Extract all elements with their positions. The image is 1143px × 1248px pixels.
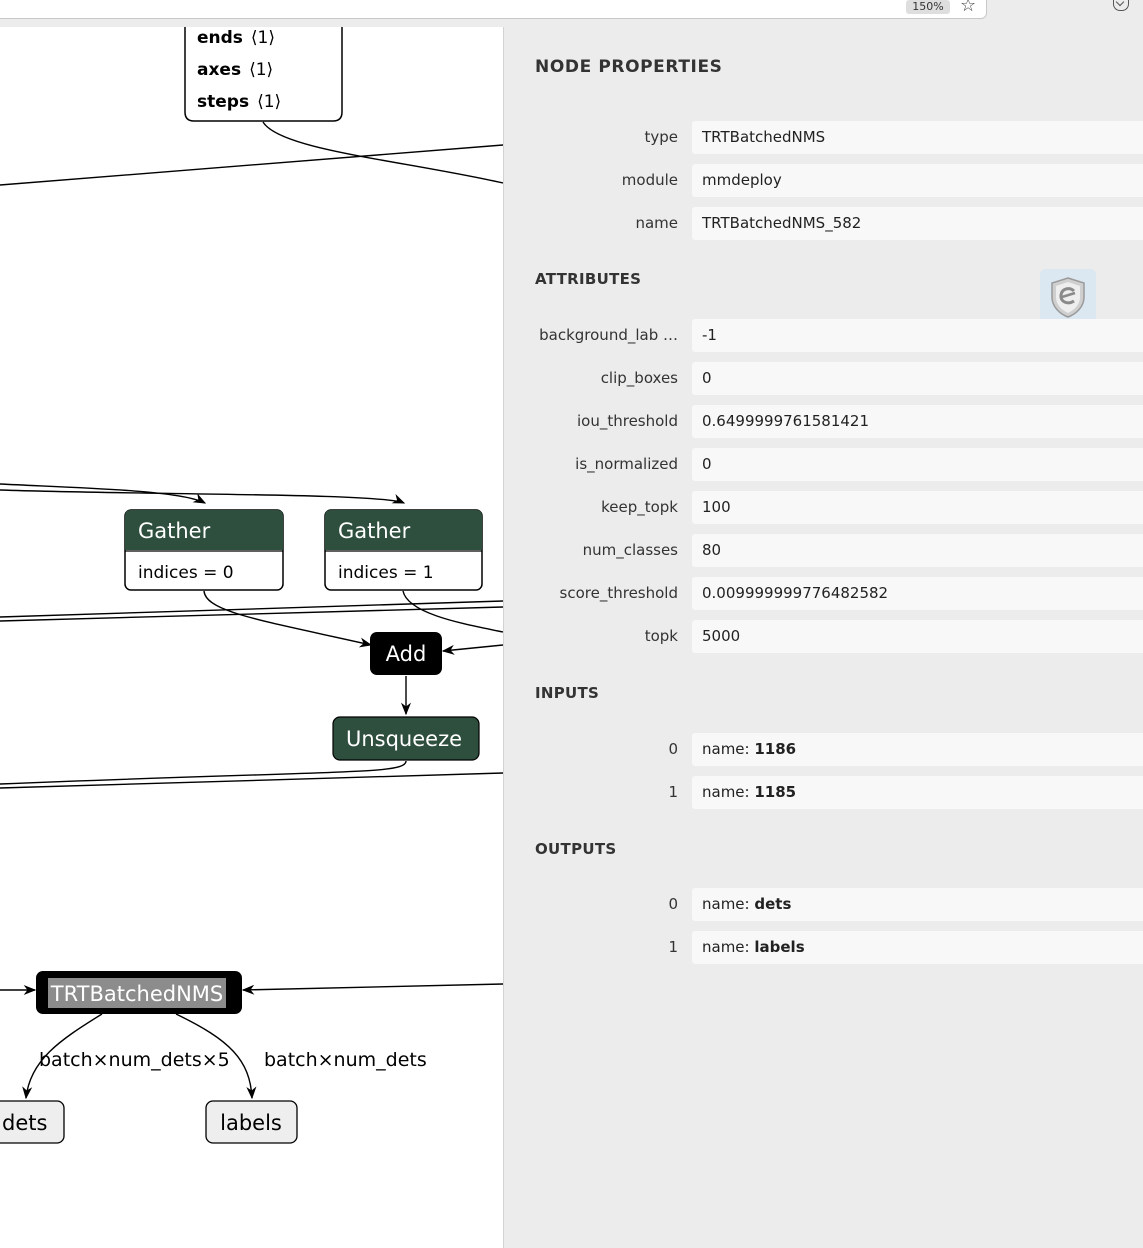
input-label-1: 1 [668,783,678,801]
add-node[interactable]: Add [370,632,442,675]
attr-label-4: keep_topk [601,498,678,516]
outputs-title: OUTPUTS [535,840,617,858]
input-value-1[interactable]: name: 1185 [692,776,1143,809]
output-value-0[interactable]: name: dets [692,888,1143,921]
attributes-title: ATTRIBUTES [535,270,642,288]
slice-attr-steps: steps⟨1⟩ [197,92,281,112]
attr-value-4[interactable]: 100 [692,491,1143,524]
inputs-title: INPUTS [535,684,600,702]
input-value-0[interactable]: name: 1186 [692,733,1143,766]
url-bar[interactable] [0,0,987,19]
attr-label-0: background_lab … [539,326,678,344]
browser-toolbar: 150% ☆ [0,0,1143,27]
star-icon[interactable]: ☆ [960,0,977,16]
attr-value-0[interactable]: -1 [692,319,1143,352]
graph-canvas[interactable]: ends⟨1⟩ axes⟨1⟩ steps⟨1⟩ Gather indices … [0,27,503,1248]
gather-left-title: Gather [138,519,211,543]
input-label-0: 0 [668,740,678,758]
edge-label-dets-shape: batch×num_dets×5 [39,1049,230,1071]
output-label-1: 1 [668,938,678,956]
prop-value-type[interactable]: TRTBatchedNMS [692,121,1143,154]
unsqueeze-label: Unsqueeze [346,727,462,751]
attr-value-2[interactable]: 0.6499999761581421 [692,405,1143,438]
output-labels-label: labels [220,1111,282,1135]
attr-value-6[interactable]: 0.009999999776482582 [692,577,1143,610]
attr-value-5[interactable]: 80 [692,534,1143,567]
attr-label-1: clip_boxes [600,369,678,387]
output-value-1[interactable]: name: labels [692,931,1143,964]
add-label: Add [386,642,427,666]
gather-left-attr: indices = 0 [138,563,234,583]
extension-shield-button[interactable] [1040,269,1096,325]
attr-label-2: iou_threshold [577,412,678,430]
slice-attr-ends: ends⟨1⟩ [197,28,275,48]
shield-icon [1051,277,1085,318]
gather-node-right[interactable]: Gather indices = 1 [324,509,483,591]
unsqueeze-node[interactable]: Unsqueeze [332,716,480,761]
gather-node-left[interactable]: Gather indices = 0 [124,509,284,591]
trtbatchednms-node[interactable]: TRTBatchedNMS [36,971,242,1014]
zoom-level-badge[interactable]: 150% [906,0,950,14]
trtbatchednms-label: TRTBatchedNMS [50,982,224,1006]
output-label-0: 0 [668,895,678,913]
prop-value-name[interactable]: TRTBatchedNMS_582 [692,207,1143,240]
graph-edges [0,121,503,1100]
sidebar-title: NODE PROPERTIES [535,57,723,77]
prop-label-type: type [644,128,678,146]
gather-right-title: Gather [338,519,411,543]
prop-label-module: module [621,171,678,189]
output-dets-label: dets [2,1111,47,1135]
output-node-dets[interactable]: dets [0,1100,65,1144]
output-node-labels[interactable]: labels [205,1100,298,1144]
edge-label-labels-shape: batch×num_dets [264,1049,427,1071]
attr-label-6: score_threshold [559,584,678,602]
slice-attr-axes: axes⟨1⟩ [197,60,273,80]
prop-value-module[interactable]: mmdeploy [692,164,1143,197]
prop-label-name: name [635,214,678,232]
gather-right-attr: indices = 1 [338,563,434,583]
attr-label-5: num_classes [582,541,678,559]
attr-value-1[interactable]: 0 [692,362,1143,395]
attr-label-3: is_normalized [575,455,678,473]
slice-node[interactable]: ends⟨1⟩ axes⟨1⟩ steps⟨1⟩ [184,27,343,122]
pocket-icon[interactable] [1113,0,1129,11]
attr-value-3[interactable]: 0 [692,448,1143,481]
attr-value-7[interactable]: 5000 [692,620,1143,653]
attr-label-7: topk [644,627,678,645]
node-properties-sidebar: NODE PROPERTIES type TRTBatchedNMS modul… [503,27,1143,1248]
